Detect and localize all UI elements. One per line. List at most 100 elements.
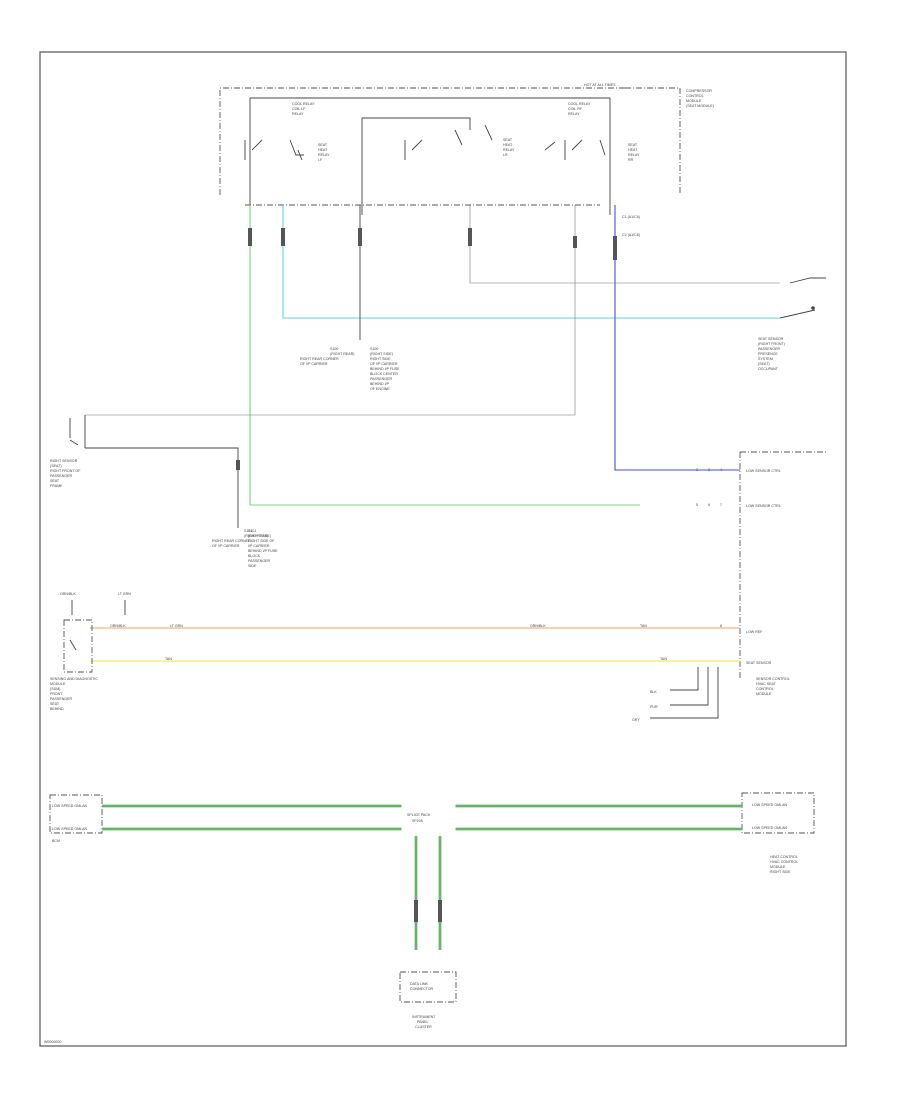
relay-label-group: COOL RELAY COIL LF RELAY SEAT HEAT RELAY… xyxy=(292,89,714,162)
green-wire-1 xyxy=(249,205,640,506)
footer-code: W0000000 xyxy=(44,1040,61,1044)
diagram-label: RIGHT SIDE xyxy=(370,357,391,361)
diagram-label: 6 xyxy=(708,503,710,507)
diagram-label: BLOCK xyxy=(248,554,261,558)
yellow-wire-label-2: TAN xyxy=(660,657,667,661)
relay-drop-2 xyxy=(362,117,471,130)
module-outline xyxy=(219,87,625,195)
diagram-label: S100 xyxy=(370,347,378,351)
relay-1-l2: HEAT xyxy=(318,148,328,152)
diagram-label: LOW REF xyxy=(746,630,763,634)
relay-3-l2: HEAT xyxy=(503,143,513,147)
diagram-label: (RIGHT SIDE) xyxy=(370,352,393,356)
diagram-label: GRY xyxy=(632,718,640,722)
diagram-label: 7 xyxy=(720,503,722,507)
diagram-label: FRAME xyxy=(50,484,63,488)
diagram-label: SPLICE PACK xyxy=(407,813,431,817)
contact-b-2: COIL RF xyxy=(568,107,583,111)
diagram-label: SEAT SENSOR xyxy=(758,337,784,341)
diagram-label: LOW SPEED GMLAN xyxy=(52,804,88,808)
diagram-label: BEHIND I/P FUSE xyxy=(248,549,278,553)
relay-switch-4 xyxy=(564,139,606,160)
diagram-label: SEAT xyxy=(50,479,60,483)
pin-markers: 2 3 4 5 6 7 8 xyxy=(696,468,722,628)
diagram-label: (RIGHT FRONT) xyxy=(758,342,785,346)
orange-wire-label: ORN/BLK xyxy=(110,624,126,628)
diagram-label: (SEAT) xyxy=(758,362,770,366)
diagram-label: (SEAT) xyxy=(50,464,62,468)
relay-4-l4: RR xyxy=(628,158,634,162)
diagram-label: LOW SPEED GMLAN xyxy=(752,826,788,830)
diagram-label: (SDM) xyxy=(50,687,60,691)
seat-sensor-left: RIGHT SENSOR (SEAT) RIGHT FRONT OF PASSE… xyxy=(50,415,86,488)
diagram-label: RIGHT FRONT OF xyxy=(50,469,81,473)
relay-1-l3: RELAY xyxy=(318,153,330,157)
right-pin-1: C1 (A1/C6) xyxy=(622,215,640,219)
relay-1-l1: SEAT xyxy=(318,143,328,147)
diagram-label: SIDE xyxy=(248,564,257,568)
contact-a-3: RELAY xyxy=(292,112,304,116)
diagram-label: 2 xyxy=(696,468,698,472)
diagram-label: ORN/BLK xyxy=(60,592,76,596)
orange-wire-label-4: TAN xyxy=(640,624,647,628)
diagram-label: MODULE xyxy=(770,865,786,869)
diagram-label: LOW SENSOR CTRL xyxy=(746,504,781,508)
diagram-label: CLUSTER xyxy=(415,1025,432,1029)
diagram-label: BLOCK CENTER xyxy=(370,372,398,376)
yellow-wire-label: TAN xyxy=(165,657,172,661)
diagram-label: PANEL xyxy=(417,1020,429,1024)
relay-3-l1: SEAT xyxy=(503,138,513,142)
diagram-label: PRESENCE xyxy=(758,352,778,356)
diagram-label: SEAT SENSOR xyxy=(746,661,772,665)
diagram-label: BLK xyxy=(650,690,657,694)
diagram-label: LOW SPEED GMLAN xyxy=(752,803,788,807)
diagram-label: PASSENGER xyxy=(758,347,781,351)
diagram-label: PASSENGER xyxy=(50,474,73,478)
diagram-label: BEHIND I/P xyxy=(370,382,390,386)
relay-3-l3: RELAY xyxy=(503,148,515,152)
diagram-label: SEAT xyxy=(50,702,60,706)
diagram-frame xyxy=(39,51,847,1047)
contact-b-1: COOL RELAY xyxy=(568,102,591,106)
diagram-label: CONTROL xyxy=(756,687,774,691)
diagram-label: RIGHT SIDE xyxy=(770,870,791,874)
diagram-label: HEAT CONTROL xyxy=(770,855,798,859)
diagram-label: HVAC CONTROL xyxy=(770,860,798,864)
diagram-label: RIGHT REAR CORNER xyxy=(300,357,339,361)
diagram-label: MODULE xyxy=(756,692,772,696)
diagram-label: OCCUPANT xyxy=(758,367,779,371)
diagram-label: (RIGHT SIDE) xyxy=(248,534,271,538)
diagram-label: PASSENGER xyxy=(370,377,393,381)
splice-labels: S100 (RIGHT REAR) RIGHT REAR CORNER OF I… xyxy=(212,347,400,568)
diagram-label: LOW SPEED GMLAN xyxy=(52,827,88,831)
gray-wire-2 xyxy=(85,205,576,416)
contact-a-1: COOL RELAY xyxy=(292,102,315,106)
diagram-label: LOW SENSOR CTRL xyxy=(746,469,781,473)
diagram-label: OF I/P CARRIER xyxy=(300,362,328,366)
module-l1: COMPRESSOR xyxy=(686,89,712,93)
diagram-label: MODULE xyxy=(50,682,66,686)
relay-switch-3 xyxy=(484,124,556,151)
contact-a-2: COIL LF xyxy=(292,107,306,111)
hot-label: HOT AT ALL TIMES xyxy=(584,83,616,87)
diagram-label: SENSOR CONTROL xyxy=(756,677,790,681)
wire-connectors xyxy=(236,228,617,470)
diagram-label: CONNECTOR xyxy=(410,987,433,991)
diagram-label: PASSENGER xyxy=(248,559,271,563)
diagram-label: I/P CARRIER xyxy=(248,544,270,548)
relay-switch-1 xyxy=(244,139,304,161)
diagram-label: 3 xyxy=(708,468,710,472)
module-l4: (SEAT MODULE) xyxy=(686,104,714,108)
relay-3-l4: LR xyxy=(503,153,508,157)
contact-b-3: RELAY xyxy=(568,112,580,116)
orange-wire-label-2: LT GRN xyxy=(170,624,183,628)
diagram-label: OF I/P CARRIER xyxy=(370,362,398,366)
diagram-label: OF I/P CARRIER xyxy=(212,544,240,548)
module-l3: MODULE xyxy=(686,99,702,103)
relay-1-l4: LF xyxy=(318,158,323,162)
black-wire-2 xyxy=(85,447,239,528)
gmlan-bus: LOW SPEED GMLAN LOW SPEED GMLAN BCM LOW … xyxy=(49,792,815,1029)
diagram-label: BEHIND xyxy=(50,707,64,711)
diagram-label: S101 xyxy=(248,529,256,533)
